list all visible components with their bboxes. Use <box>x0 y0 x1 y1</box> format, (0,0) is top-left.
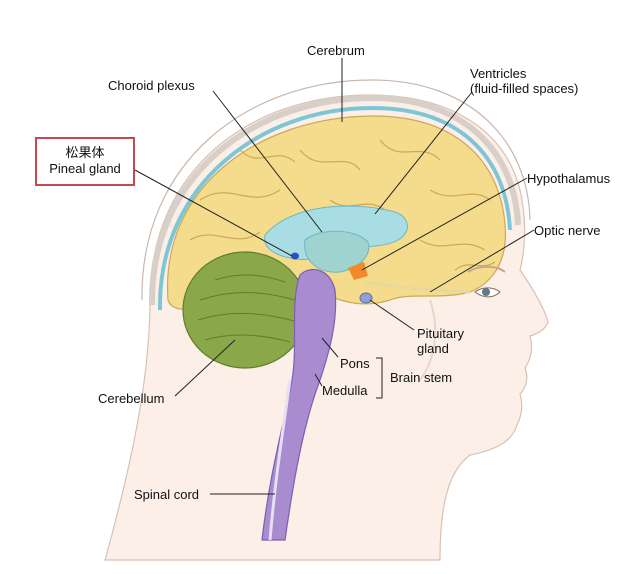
ear-shadow <box>419 299 437 381</box>
label-pituitary-gland: Pituitary gland <box>417 326 464 356</box>
pineal-gland-english-label: Pineal gland <box>49 161 121 176</box>
label-ventricles-line1: Ventricles <box>470 66 527 81</box>
label-pituitary-line1: Pituitary <box>417 326 464 341</box>
pituitary-shape <box>359 292 373 304</box>
leader-lines <box>134 58 535 495</box>
spinal-canal <box>268 379 292 541</box>
pineal-gland-chinese-label: 松果体 <box>65 145 105 160</box>
label-ventricles-line2: (fluid-filled spaces) <box>470 81 579 96</box>
label-hypothalamus: Hypothalamus <box>527 171 611 186</box>
optic-nerve-shape <box>364 280 471 294</box>
label-medulla: Medulla <box>322 383 368 398</box>
skull-outline <box>148 94 521 306</box>
label-pons: Pons <box>340 356 370 371</box>
cerebellum-shape <box>182 251 308 369</box>
label-pituitary-line2: gland <box>417 341 449 356</box>
pineal-shape <box>291 252 299 260</box>
pineal-gland-highlight-box: 松果体 Pineal gland <box>35 137 135 186</box>
thalamus-shape <box>304 230 370 273</box>
label-cerebellum: Cerebellum <box>98 391 165 406</box>
eyebrow <box>467 265 506 273</box>
scalp-outline <box>141 79 531 301</box>
hypothalamus-shape <box>348 262 368 280</box>
label-ventricles: Ventricles (fluid-filled spaces) <box>470 66 578 96</box>
brainstem-shape <box>261 268 337 541</box>
label-brain-stem: Brain stem <box>390 370 453 385</box>
label-cerebrum: Cerebrum <box>307 43 365 58</box>
label-spinal-cord: Spinal cord <box>134 487 200 502</box>
cerebellum-folds <box>197 274 299 343</box>
iris <box>482 288 490 296</box>
meninges-line <box>157 105 512 311</box>
label-optic-nerve: Optic nerve <box>534 223 601 238</box>
label-choroid-plexus: Choroid plexus <box>108 78 195 93</box>
